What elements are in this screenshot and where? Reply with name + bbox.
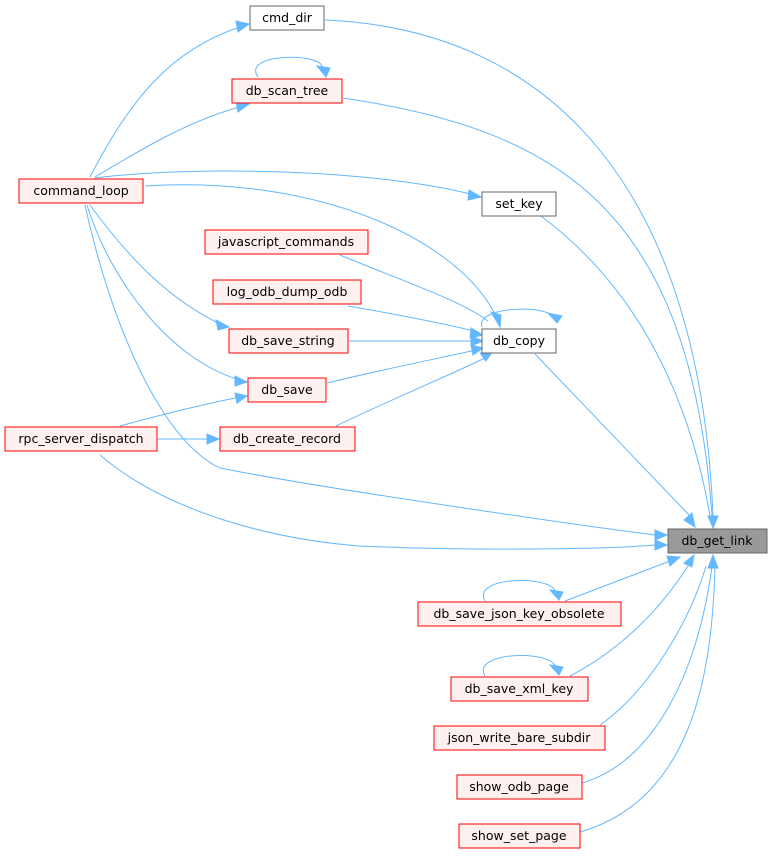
edge-db-copy-self-loop [481, 308, 554, 328]
node-set-key[interactable]: set_key [481, 191, 557, 217]
node-show-odb-page[interactable]: show_odb_page [456, 774, 583, 800]
edge-db-save-json-key-obsolete-self-loop [482, 580, 556, 602]
edge-json-write-bare-subdir-to-db-get-link [599, 565, 707, 726]
node-db-save-xml-key[interactable]: db_save_xml_key [450, 676, 589, 702]
edge-command-loop-to-set-key [94, 170, 475, 196]
arrowhead-command-loop-to-db-save-string [215, 319, 231, 331]
edge-set-key-to-db-get-link [540, 215, 711, 517]
edge-command-loop-to-cmd-dir [89, 26, 241, 178]
node-db-copy-label: db_copy [493, 333, 546, 348]
arrowhead-rpc-server-dispatch-to-db-create-record [206, 433, 221, 445]
arrowheads [206, 20, 719, 676]
arrowhead-rpc-server-dispatch-to-db-get-link [654, 539, 669, 551]
edge-log-odb-dump-odb-to-db-copy [347, 305, 479, 333]
node-db-get-link[interactable]: db_get_link [667, 528, 768, 554]
edge-db-scan-tree-to-db-get-link [342, 97, 713, 517]
node-db-save-string-label: db_save_string [241, 333, 335, 348]
node-json-write-bare-subdir[interactable]: json_write_bare_subdir [433, 725, 606, 751]
node-db-get-link-label: db_get_link [681, 533, 753, 548]
edges [84, 19, 716, 833]
node-db-save-xml-key-label: db_save_xml_key [465, 681, 574, 696]
node-db-save-string[interactable]: db_save_string [228, 328, 349, 354]
node-command-loop[interactable]: command_loop [18, 178, 144, 204]
arrowhead-log-odb-dump-odb-to-db-copy [469, 327, 485, 339]
node-command-loop-label: command_loop [33, 183, 128, 198]
node-show-set-page-label: show_set_page [471, 828, 566, 843]
arrowhead-db-copy-self-loop [546, 312, 563, 324]
node-db-scan-tree[interactable]: db_scan_tree [231, 78, 343, 104]
node-javascript-commands-label: javascript_commands [217, 234, 354, 249]
arrowhead-db-save-to-db-copy [470, 344, 485, 356]
edge-show-odb-page-to-db-get-link [581, 565, 713, 784]
nodes: cmd_dir db_scan_tree command_loop set_ke… [4, 5, 768, 849]
node-log-odb-dump-odb-label: log_odb_dump_odb [227, 284, 348, 299]
arrowhead-db-copy-to-db-get-link [683, 512, 696, 529]
node-javascript-commands[interactable]: javascript_commands [204, 229, 369, 255]
edge-command-loop-to-db-save [86, 204, 241, 381]
edge-javascript-commands-to-db-copy [339, 254, 489, 322]
node-log-odb-dump-odb[interactable]: log_odb_dump_odb [212, 279, 362, 305]
edge-command-loop-to-db-copy [144, 184, 498, 319]
node-set-key-label: set_key [495, 196, 543, 211]
arrowhead-db-save-string-to-db-copy [470, 335, 485, 347]
arrowhead-db-scan-tree-self-loop [315, 65, 331, 78]
arrowhead-cmd-dir-to-db-get-link [707, 515, 719, 530]
edge-rpc-server-dispatch-to-db-save [119, 396, 241, 427]
node-show-odb-page-label: show_odb_page [469, 779, 569, 794]
node-show-set-page[interactable]: show_set_page [458, 823, 581, 849]
edge-command-loop-to-db-get-link [84, 204, 656, 536]
node-db-save-json-key-obsolete[interactable]: db_save_json_key_obsolete [417, 601, 622, 627]
node-cmd-dir-label: cmd_dir [262, 10, 313, 25]
arrowhead-command-loop-to-db-save [234, 375, 249, 387]
edge-rpc-server-dispatch-to-db-get-link [99, 454, 656, 550]
arrowhead-command-loop-to-set-key [467, 189, 483, 201]
node-db-copy[interactable]: db_copy [481, 328, 557, 354]
arrowhead-command-loop-to-cmd-dir [235, 20, 251, 33]
arrowhead-command-loop-to-db-copy [489, 311, 502, 329]
node-rpc-server-dispatch[interactable]: rpc_server_dispatch [4, 426, 158, 452]
arrowhead-db-save-json-key-obsolete-self-loop [548, 589, 564, 601]
node-db-save-json-key-obsolete-label: db_save_json_key_obsolete [433, 606, 604, 621]
node-db-save-label: db_save [261, 382, 313, 397]
edge-db-copy-to-db-get-link [534, 353, 691, 517]
arrowhead-command-loop-to-db-get-link [654, 529, 669, 541]
edge-command-loop-to-db-save-string [89, 204, 223, 326]
arrowhead-rpc-server-dispatch-to-db-save [234, 392, 249, 404]
arrowhead-db-save-xml-key-to-db-get-link [683, 553, 695, 568]
node-db-create-record[interactable]: db_create_record [219, 426, 356, 452]
node-db-create-record-label: db_create_record [233, 431, 341, 446]
arrowhead-db-save-json-key-obsolete-to-db-get-link [666, 555, 682, 567]
edge-command-loop-to-db-scan-tree [94, 106, 241, 178]
edge-db-scan-tree-self-loop [255, 56, 323, 78]
edge-db-save-json-key-obsolete-to-db-get-link [564, 560, 671, 602]
node-cmd-dir[interactable]: cmd_dir [249, 5, 325, 31]
edge-db-save-xml-key-to-db-get-link [569, 565, 689, 677]
edge-cmd-dir-to-db-get-link [324, 19, 714, 517]
edge-db-save-xml-key-self-loop [482, 655, 556, 677]
arrowhead-show-set-page-to-db-get-link [707, 553, 719, 569]
node-db-scan-tree-label: db_scan_tree [246, 83, 329, 98]
node-rpc-server-dispatch-label: rpc_server_dispatch [18, 431, 143, 446]
edge-db-create-record-to-db-copy [335, 357, 486, 427]
node-json-write-bare-subdir-label: json_write_bare_subdir [447, 730, 592, 745]
node-db-save[interactable]: db_save [247, 377, 327, 403]
edge-db-save-to-db-copy [326, 349, 477, 384]
arrowhead-db-save-xml-key-self-loop [548, 664, 564, 676]
edge-show-set-page-to-db-get-link [579, 565, 716, 833]
